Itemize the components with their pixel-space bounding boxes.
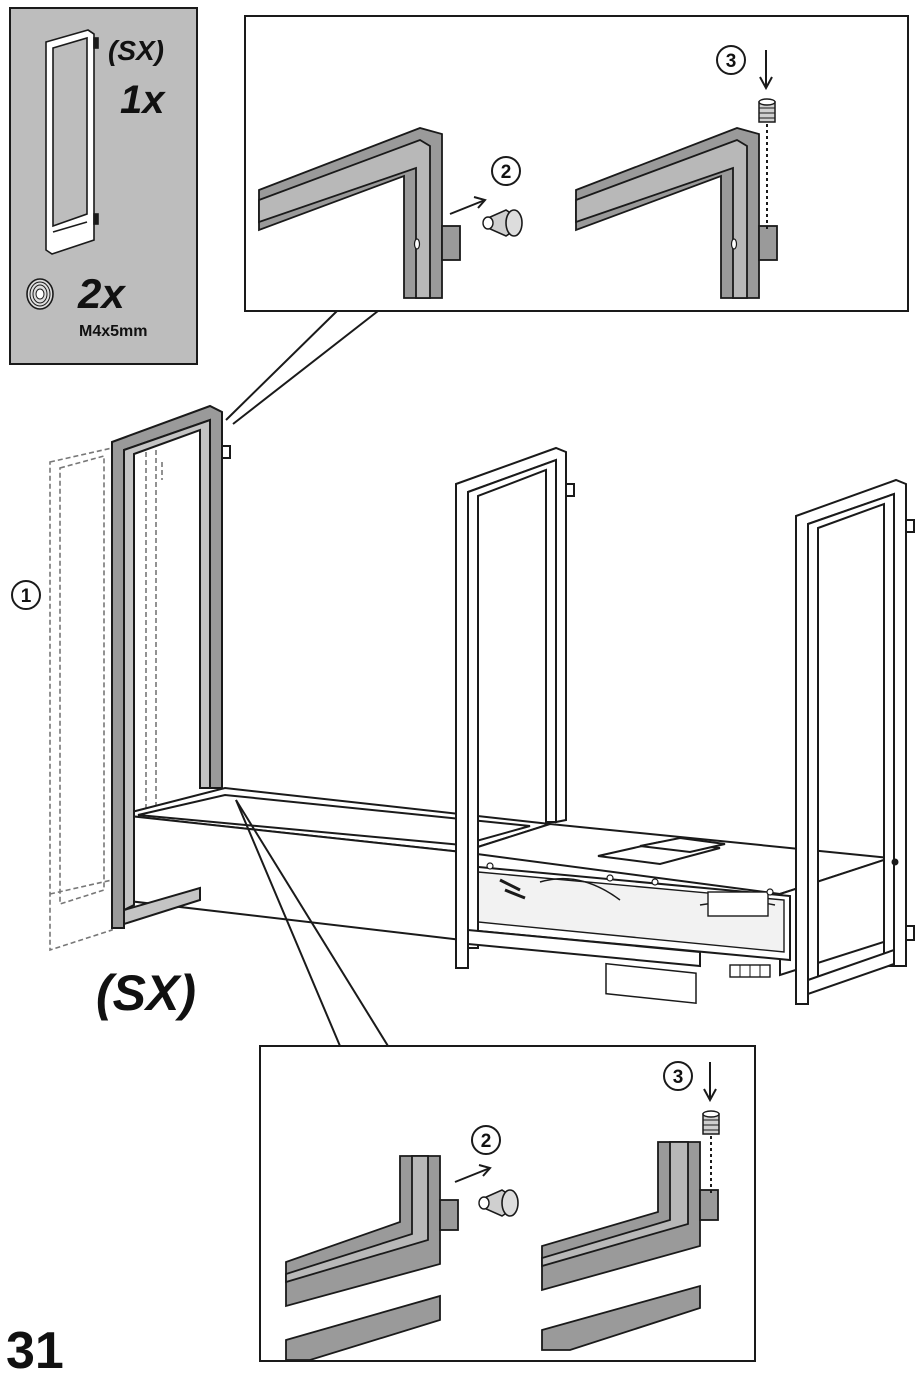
parts-side-label: (SX) [108, 35, 164, 66]
insert-size: M4x5mm [79, 323, 147, 340]
frame-quantity: 1x [120, 78, 166, 122]
threaded-insert-icon [478, 1189, 519, 1217]
threaded-insert-icon [26, 278, 54, 310]
main-assembly: 1 [11, 404, 915, 1021]
threaded-insert-icon [702, 1110, 720, 1135]
step-2-label-bottom: 2 [481, 1131, 492, 1152]
step-1-label: 1 [21, 586, 32, 607]
step-3-arrow-bottom [703, 1062, 717, 1103]
parts-box: (SX) 1x 2x M4x5mm [9, 7, 198, 365]
step-2-arrow-bottom [454, 1164, 492, 1183]
detail-callout-bottom: 2 3 [235, 799, 756, 1362]
threaded-insert-icon [482, 209, 523, 237]
step-2-arrow-top [449, 196, 487, 215]
step-3-label-top: 3 [726, 51, 737, 72]
middle-frame [455, 446, 701, 969]
step-3-arrow-top [759, 50, 773, 91]
electronics-bay [467, 862, 791, 1004]
page-number: 31 [6, 1322, 64, 1376]
side-frame-icon [45, 29, 99, 255]
detail-callout-top: 2 3 [225, 15, 909, 425]
insert-quantity: 2x [77, 270, 126, 317]
ghost-frame [49, 446, 163, 952]
step-2-label-top: 2 [501, 162, 512, 183]
main-side-label: (SX) [96, 965, 196, 1021]
side-frame-sx [111, 404, 231, 929]
threaded-insert-icon [758, 98, 776, 123]
right-frame [795, 478, 915, 1005]
step-3-label-bottom: 3 [673, 1067, 684, 1088]
